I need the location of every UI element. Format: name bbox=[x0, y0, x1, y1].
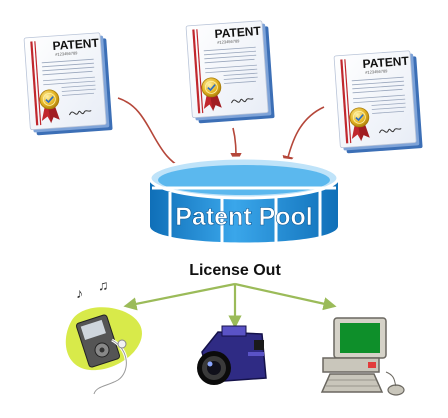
camera-icon bbox=[197, 325, 267, 385]
arrow-right-to-pool bbox=[282, 106, 325, 168]
patent-document-left: PATENT #123456789 bbox=[23, 31, 114, 137]
svg-text:♫: ♫ bbox=[98, 277, 109, 293]
music-player-icon: ♪ ♫ bbox=[65, 277, 142, 395]
patent-heading: PATENT bbox=[214, 24, 262, 41]
license-out-label: License Out bbox=[189, 262, 281, 279]
patent-document-right: PATENT #123456789 bbox=[333, 49, 424, 155]
svg-text:♪: ♪ bbox=[76, 285, 83, 301]
license-arrows bbox=[123, 282, 337, 329]
patent-heading: PATENT bbox=[362, 54, 410, 71]
patent-number: #123456789 bbox=[55, 50, 78, 57]
computer-icon bbox=[320, 317, 405, 396]
arrow-pool-to-music-player bbox=[123, 282, 236, 311]
patent-document-center: PATENT #123456789 bbox=[185, 19, 276, 125]
pool-frame bbox=[152, 186, 336, 248]
pool-label: Patent Pool bbox=[175, 203, 313, 231]
arrow-pool-to-computer bbox=[234, 282, 337, 311]
patent-pool: Patent Pool bbox=[148, 156, 340, 248]
patent-heading: PATENT bbox=[52, 36, 100, 53]
patent-number: #123456789 bbox=[365, 68, 388, 75]
patent-number: #123456789 bbox=[217, 38, 240, 45]
arrow-left-to-pool bbox=[117, 97, 195, 175]
